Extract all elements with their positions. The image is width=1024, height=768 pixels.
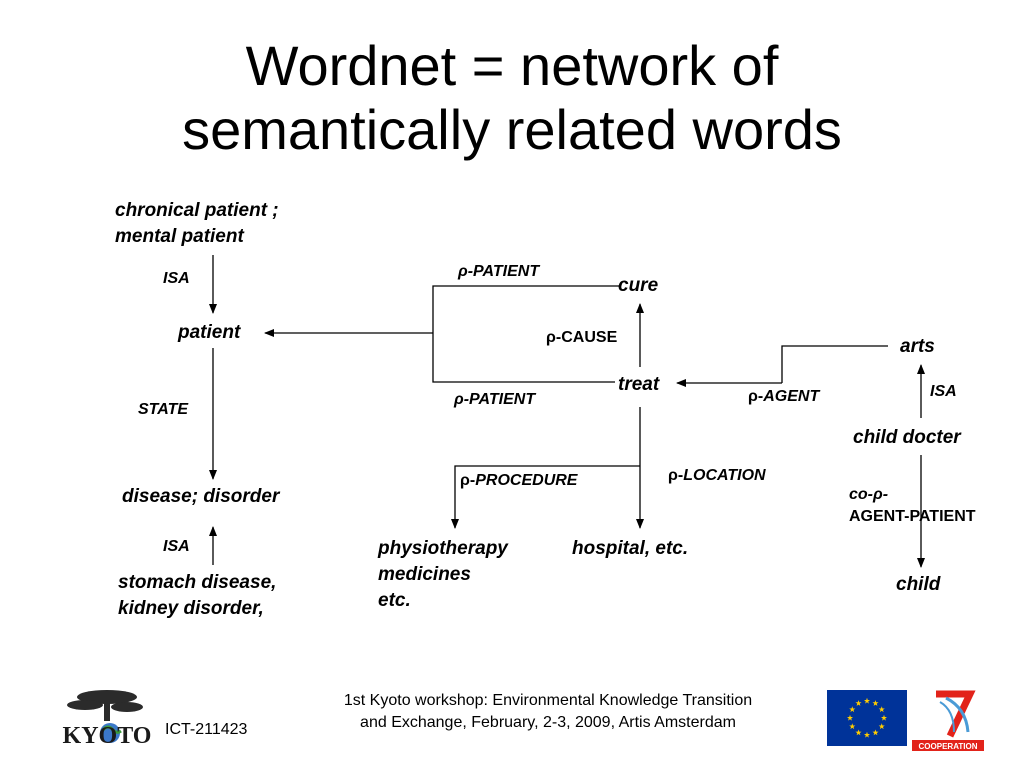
rel-patient-bottom: ρ-PATIENT (454, 391, 536, 408)
node-child-docter: child docter (853, 427, 961, 448)
eu-star (855, 700, 862, 706)
node-treat: treat (618, 374, 660, 395)
eu-star (880, 714, 888, 721)
rel-co-agent-patient: co-ρ- AGENT-PATIENT (849, 486, 976, 525)
node-hospital: hospital, etc. (572, 538, 689, 559)
rel-agent: ρ-AGENT (748, 388, 820, 405)
eu-star (878, 706, 885, 713)
rel-location: ρ-LOCATION (668, 467, 766, 484)
cooperation-text: COOPERATION (919, 742, 978, 751)
fp7-cooperation-logo: COOPERATION (910, 688, 986, 752)
edge-bracket-patient (432, 285, 620, 383)
eu-star (849, 723, 856, 730)
eu-star (872, 729, 879, 736)
slide-title: Wordnet = network of semantically relate… (0, 34, 1024, 162)
node-chronical-patient: chronical patient ; mental patient (115, 200, 279, 247)
rel-isa-bottom: ISA (163, 538, 190, 555)
eu-star (863, 697, 871, 704)
rel-isa-top: ISA (163, 270, 190, 287)
eu-star (846, 714, 854, 721)
node-cure: cure (618, 275, 659, 296)
rel-state: STATE (138, 401, 189, 418)
footer-caption: 1st Kyoto workshop: Environmental Knowle… (343, 692, 753, 731)
node-physiotherapy: physiotherapy medicines etc. (378, 538, 508, 611)
kyoto-logo-text: KYOTO (63, 723, 152, 749)
node-arts: arts (900, 336, 935, 357)
ict-number: ICT-211423 (165, 721, 248, 738)
eu-star (849, 706, 856, 713)
node-stomach-disease: stomach disease, kidney disorder, (118, 572, 277, 619)
eu-star (863, 731, 871, 738)
eu-flag-icon (827, 690, 907, 746)
node-disease: disease; disorder (122, 486, 280, 507)
rel-isa-right: ISA (930, 383, 957, 400)
rel-procedure: ρ-PROCEDURE (460, 472, 578, 489)
eu-star (878, 723, 885, 730)
rel-patient-top: ρ-PATIENT (458, 263, 540, 280)
eu-star (855, 729, 862, 736)
edge-bracket-procedure (451, 465, 640, 529)
kyoto-logo: KYOTO (55, 685, 160, 751)
node-child: child (896, 574, 941, 595)
rel-cause: ρ-CAUSE (546, 329, 618, 346)
title-line-2: semantically related words (182, 98, 842, 161)
node-patient: patient (178, 322, 241, 343)
edge-bracket-agent (781, 345, 888, 383)
eu-star (872, 700, 879, 706)
title-line-1: Wordnet = network of (245, 34, 779, 97)
